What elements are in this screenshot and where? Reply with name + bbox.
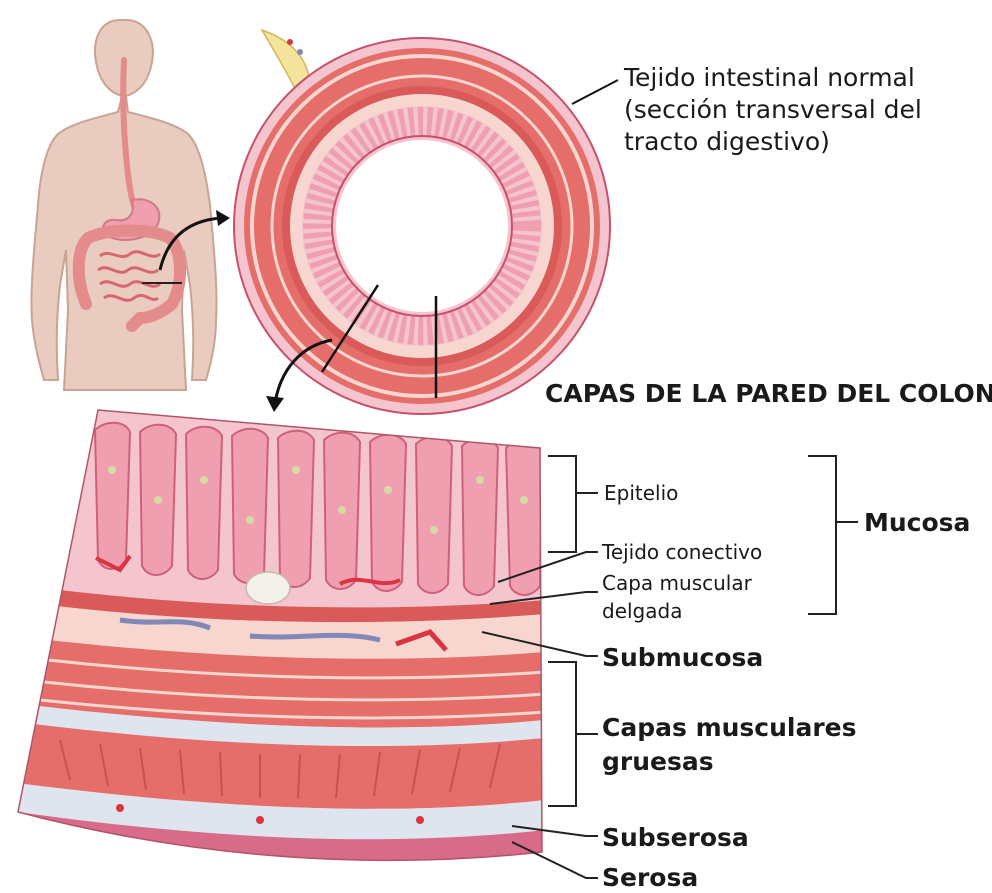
- label-serosa: Serosa: [602, 863, 698, 892]
- label-capas-gruesas-2: gruesas: [602, 747, 714, 776]
- human-body-illustration: [31, 20, 216, 390]
- label-normal-tissue-line3: tracto digestivo): [624, 127, 830, 156]
- label-capa-muscular-2: delgada: [602, 599, 682, 623]
- label-normal-tissue-line2: (sección transversal del: [624, 95, 922, 124]
- label-subserosa: Subserosa: [602, 823, 749, 852]
- colon-wall-section: [0, 400, 560, 880]
- label-mucosa: Mucosa: [864, 508, 970, 537]
- label-capas-gruesas-1: Capas musculares: [602, 713, 857, 742]
- arrowhead-icon-2: [266, 396, 284, 412]
- intestine-cross-section: [234, 30, 618, 414]
- label-submucosa: Submucosa: [602, 643, 763, 672]
- label-normal-tissue-line1: Tejido intestinal normal: [623, 63, 915, 92]
- label-capa-muscular-1: Capa muscular: [602, 571, 753, 595]
- label-epitelio: Epitelio: [604, 481, 678, 505]
- section-title: CAPAS DE LA PARED DEL COLON: [545, 379, 992, 408]
- arrowhead-icon: [216, 210, 230, 226]
- lumen: [336, 140, 508, 312]
- label-tejido-conectivo: Tejido conectivo: [601, 540, 762, 564]
